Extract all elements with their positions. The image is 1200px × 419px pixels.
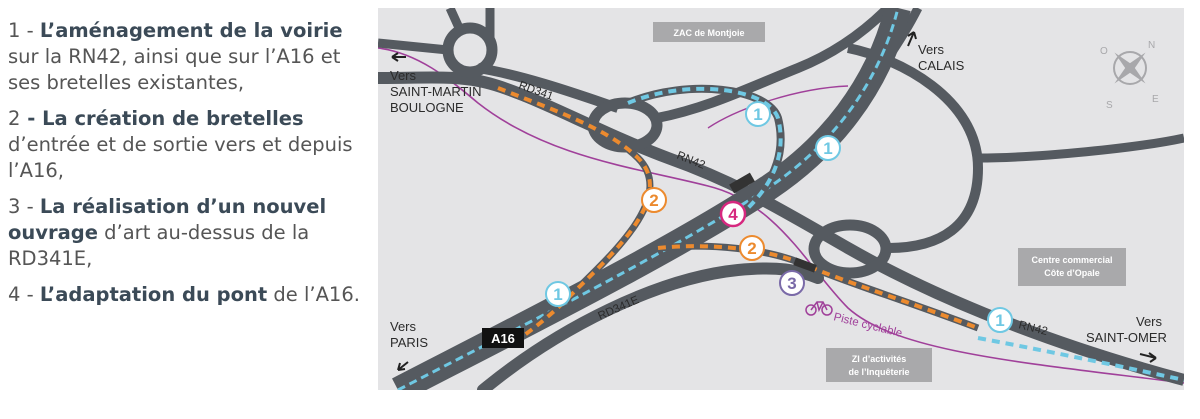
marker-3: 3: [779, 270, 805, 296]
centre-label-2: Côte d’Opale: [1044, 268, 1100, 278]
svg-text:2: 2: [747, 239, 756, 258]
road-north-link: [656, 8, 892, 123]
zac-box: [653, 22, 765, 42]
a16-badge: [482, 328, 524, 348]
bridge-a16: [729, 172, 755, 194]
legend-item-3-title: La réalisation d’un nouvel ouvrage: [8, 195, 327, 244]
centre-road: [977, 133, 1184, 163]
marker-1-southwest: 1: [545, 281, 571, 307]
legend-item-4-title: L’adaptation du pont: [39, 283, 268, 306]
arrow-east-icon: [1139, 352, 1157, 363]
zi-box: [826, 348, 932, 382]
interchange-loop: [847, 43, 984, 253]
zac-label: ZAC de Montjoie: [674, 28, 745, 38]
rn42-road: [378, 71, 1184, 386]
arrow-north-icon: [907, 31, 917, 47]
cycle-path-line-2: [707, 85, 849, 129]
marker-4: 4: [719, 200, 747, 228]
marker-1-northeast: 1: [815, 135, 841, 161]
svg-text:4: 4: [728, 205, 738, 224]
svg-text:S: S: [1106, 100, 1113, 111]
blue-works-rn42: [977, 336, 1184, 382]
legend-item-1: 1 - L’aménagement de la voirie sur la RN…: [8, 19, 343, 94]
bicycle-icon: [805, 301, 833, 316]
centre-box: [1018, 248, 1126, 286]
legend-item-2-title: - La création de bretelles: [20, 107, 304, 130]
boulogne-label: BOULOGNE: [390, 100, 464, 115]
saint-martin-label: SAINT-MARTIN: [390, 84, 482, 99]
svg-text:E: E: [1152, 94, 1159, 105]
roundabout-east: [808, 219, 892, 279]
svg-text:1: 1: [823, 139, 832, 158]
legend-item-2: 2 - La création de bretelles d’entrée et…: [8, 107, 353, 182]
vers-paris: Vers: [390, 319, 417, 334]
svg-text:2: 2: [649, 191, 658, 210]
legend: 1 - L’aménagement de la voirie sur la RN…: [8, 18, 368, 318]
centre-label-1: Centre commercial: [1031, 255, 1112, 265]
compass-rose-icon: O N E S: [1100, 40, 1159, 111]
vers-calais: Vers: [918, 42, 945, 57]
paris-label: PARIS: [390, 335, 428, 350]
bridge-rd341e: [793, 257, 817, 273]
arrow-southwest-icon: [397, 361, 409, 371]
blue-works-loop-dash: [627, 86, 783, 210]
calais-label: CALAIS: [918, 58, 965, 73]
legend-item-3: 3 - La réalisation d’un nouvel ouvrage d…: [8, 195, 327, 270]
map-svg: ZAC de Montjoie Centre commercial Côte d…: [378, 8, 1184, 390]
marker-1-southeast: 1: [987, 307, 1013, 333]
marker-1-north: 1: [745, 101, 771, 127]
marker-2-east: 2: [739, 235, 765, 261]
svg-text:1: 1: [995, 311, 1004, 330]
svg-text:1: 1: [553, 285, 562, 304]
a16-label: A16: [491, 331, 515, 346]
zi-label-1: ZI d’activités: [852, 354, 907, 364]
vers-saint-omer: Vers: [1136, 314, 1163, 329]
legend-item-1-title: L’aménagement de la voirie: [39, 19, 343, 42]
saint-omer-label: SAINT-OMER: [1086, 330, 1167, 345]
vers-saint-martin: Vers: [390, 68, 417, 83]
road-nw-north: [445, 8, 465, 32]
interchange-map: ZAC de Montjoie Centre commercial Côte d…: [378, 8, 1184, 390]
svg-text:3: 3: [787, 274, 796, 293]
svg-text:N: N: [1148, 40, 1155, 51]
legend-item-4: 4 - L’adaptation du pont de l’A16.: [8, 283, 360, 306]
arrow-west-icon: [391, 52, 406, 62]
marker-2-west: 2: [641, 187, 667, 213]
zi-label-2: de l’Inquêterie: [848, 367, 909, 377]
svg-text:1: 1: [753, 105, 762, 124]
road-nw-west: [378, 38, 449, 55]
svg-text:O: O: [1100, 46, 1108, 57]
